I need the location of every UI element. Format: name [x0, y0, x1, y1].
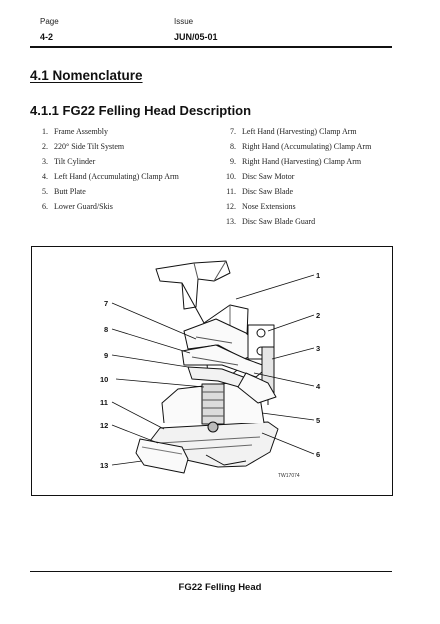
felling-head-illustration: 1 2 3 4 5 6 7 8 9 10 11 12 13 TW17074: [100, 260, 321, 479]
item-number: 9.: [230, 157, 236, 166]
callout-12: 12: [100, 421, 108, 430]
item-label: Butt Plate: [54, 187, 86, 196]
issue-label: Issue: [174, 17, 194, 26]
item-label: Tilt Cylinder: [54, 157, 96, 166]
callout-11: 11: [100, 398, 108, 407]
item-label: Frame Assembly: [54, 127, 108, 136]
item-label: Left Hand (Harvesting) Clamp Arm: [242, 127, 357, 136]
callout-1: 1: [316, 271, 320, 280]
header-rule: [30, 46, 392, 48]
disc-saw-blade-guard: [135, 438, 189, 474]
component-item: 11. Disc Saw Blade: [222, 184, 371, 199]
callout-3: 3: [316, 344, 320, 353]
item-label: 220° Side Tilt System: [54, 142, 125, 151]
callout-9: 9: [104, 351, 108, 360]
item-label: Nose Extensions: [242, 202, 296, 211]
section-heading: 4.1 Nomenclature: [30, 68, 143, 83]
component-item: 4. Left Hand (Accumulating) Clamp Arm: [36, 169, 179, 184]
frame-top-hook: [155, 260, 231, 310]
item-label: Disc Saw Blade Guard: [242, 217, 316, 226]
callout-13: 13: [100, 461, 108, 470]
felling-head-figure: 1 2 3 4 5 6 7 8 9 10 11 12 13 TW17074: [31, 246, 393, 496]
footer-title: FG22 Felling Head: [178, 582, 262, 593]
item-number: 12.: [226, 202, 236, 211]
item-label: Right Hand (Accumulating) Clamp Arm: [242, 142, 372, 151]
item-number: 3.: [42, 157, 48, 166]
page-number: 4-2: [40, 32, 54, 42]
item-number: 11.: [226, 187, 236, 196]
page-label: Page: [40, 17, 59, 26]
accumulating-clamp-arm-left: [237, 372, 277, 404]
callout-8: 8: [104, 325, 108, 334]
disc-saw-motor: [201, 383, 225, 425]
component-item: 12. Nose Extensions: [222, 199, 371, 214]
item-label: Lower Guard/Skis: [54, 202, 113, 211]
subsection-heading: 4.1.1 FG22 Felling Head Description: [30, 103, 252, 118]
callout-leaders: [111, 274, 315, 466]
item-number: 13.: [226, 217, 236, 226]
component-item: 5. Butt Plate: [36, 184, 179, 199]
component-item: 2. 220° Side Tilt System: [36, 139, 179, 154]
footer-rule: [30, 571, 392, 572]
component-item: 13. Disc Saw Blade Guard: [222, 214, 371, 229]
item-number: 6.: [42, 202, 48, 211]
item-number: 2.: [42, 142, 48, 151]
component-item: 9. Right Hand (Harvesting) Clamp Arm: [222, 154, 371, 169]
component-item: 8. Right Hand (Accumulating) Clamp Arm: [222, 139, 371, 154]
component-item: 6. Lower Guard/Skis: [36, 199, 179, 214]
component-item: 3. Tilt Cylinder: [36, 154, 179, 169]
item-number: 8.: [230, 142, 236, 151]
callout-5: 5: [316, 416, 320, 425]
item-label: Disc Saw Motor: [242, 172, 295, 181]
component-item: 10. Disc Saw Motor: [222, 169, 371, 184]
component-list-right: 7. Left Hand (Harvesting) Clamp Arm 8. Righ…: [222, 124, 371, 229]
issue-date: JUN/05-01: [174, 32, 218, 42]
machine-drawing: [135, 260, 279, 474]
component-item: 1. Frame Assembly: [36, 124, 179, 139]
item-number: 7.: [230, 127, 236, 136]
component-item: 7. Left Hand (Harvesting) Clamp Arm: [222, 124, 371, 139]
component-list-left: 1. Frame Assembly 2. 220° Side Tilt System 3…: [36, 124, 179, 214]
callout-4: 4: [316, 382, 321, 391]
item-label: Left Hand (Accumulating) Clamp Arm: [54, 172, 179, 181]
item-number: 5.: [42, 187, 48, 196]
item-label: Disc Saw Blade: [242, 187, 294, 196]
figure-id: TW17074: [278, 473, 300, 479]
callout-6: 6: [316, 450, 320, 459]
callout-2: 2: [316, 311, 320, 320]
item-number: 4.: [42, 172, 48, 181]
callout-7: 7: [104, 299, 108, 308]
item-number: 10.: [226, 172, 236, 181]
item-number: 1.: [42, 127, 48, 136]
item-label: Right Hand (Harvesting) Clamp Arm: [242, 157, 362, 166]
callout-10: 10: [100, 375, 108, 384]
